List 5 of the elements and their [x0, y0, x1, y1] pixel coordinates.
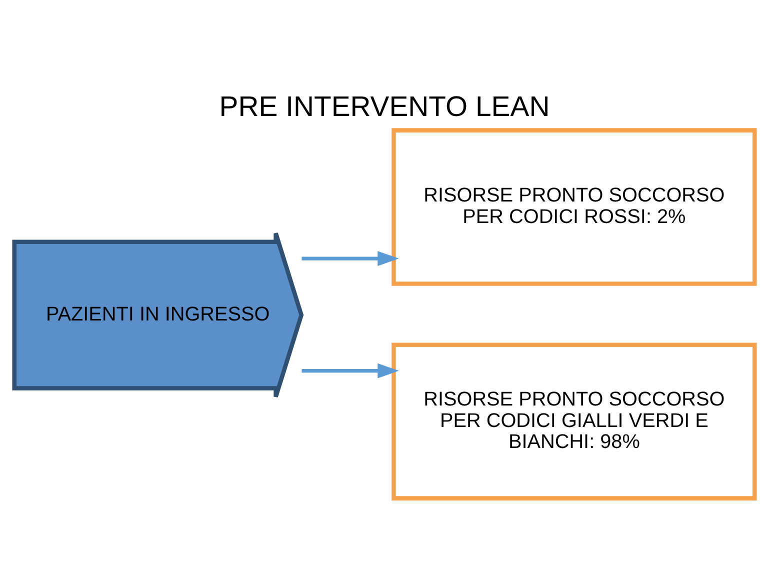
node-box: RISORSE PRONTO SOCCORSO PER CODICI ROSSI: 2% [392, 128, 757, 286]
diagram-title: PRE INTERVENTO LEAN [219, 90, 550, 123]
arrow [302, 362, 399, 378]
arrow [302, 250, 399, 266]
node-box: RISORSE PRONTO SOCCORSO PER CODICI GIALLI VERDI E BIANCHI: 98% [392, 342, 757, 500]
